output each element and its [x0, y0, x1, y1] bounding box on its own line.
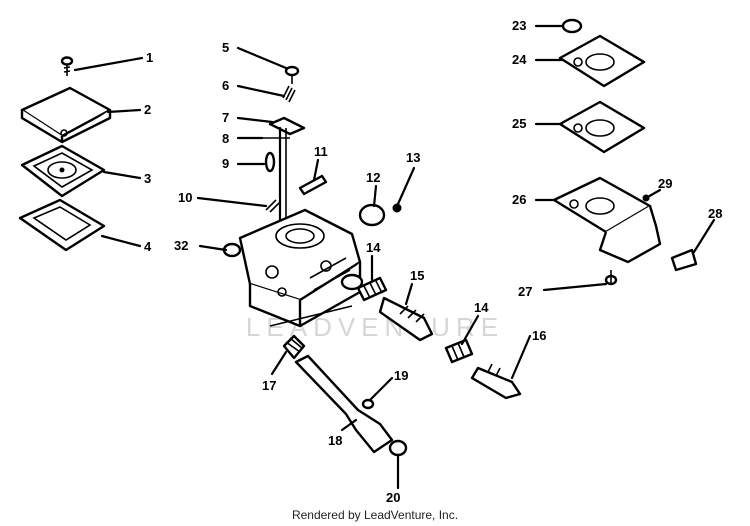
part-screw-19 — [361, 398, 375, 410]
callout-24: 24 — [512, 52, 527, 67]
callout-16: 16 — [532, 328, 546, 343]
callout-9: 9 — [222, 156, 229, 171]
part-pump-body-26 — [552, 176, 662, 264]
part-spring-14b — [444, 338, 474, 364]
part-screw-1 — [60, 56, 74, 76]
part-gasket-4 — [18, 198, 106, 252]
part-gasket-24 — [558, 34, 646, 88]
callout-10: 10 — [178, 190, 192, 205]
callout-29: 29 — [658, 176, 672, 191]
part-needle-15 — [378, 296, 434, 342]
callout-11: 11 — [314, 144, 328, 159]
callout-4: 4 — [144, 239, 152, 254]
part-pump-cover-2 — [20, 86, 112, 144]
callout-5: 5 — [222, 40, 229, 55]
part-choke-lever-18 — [269, 305, 394, 454]
callout-32: 32 — [174, 238, 188, 253]
part-screw-5 — [284, 65, 300, 84]
callout-28: 28 — [708, 206, 722, 221]
part-needle-16 — [470, 363, 522, 400]
callout-7: 7 — [222, 110, 229, 125]
footer-credit: Rendered by LeadVenture, Inc. — [291, 508, 459, 522]
part-screw-27 — [604, 270, 618, 286]
part-screw-10 — [265, 199, 281, 213]
callout-19: 19 — [394, 368, 408, 383]
callout-labels: 1 2 3 4 5 6 7 8 9 10 11 12 13 14 15 14 1… — [144, 18, 722, 505]
callout-18: 18 — [328, 433, 342, 448]
part-throttle-shaft — [278, 126, 287, 234]
part-carburetor-body — [222, 208, 364, 328]
callout-20: 20 — [386, 490, 400, 505]
part-lever-7 — [268, 116, 306, 136]
callout-8: 8 — [222, 131, 229, 146]
callout-15: 15 — [410, 268, 424, 283]
part-spring-17 — [282, 334, 306, 360]
callout-3: 3 — [144, 171, 151, 186]
callout-1: 1 — [146, 50, 153, 65]
callout-27: 27 — [518, 284, 532, 299]
callout-2: 2 — [144, 102, 151, 117]
callout-26: 26 — [512, 192, 526, 207]
part-spring-14a — [356, 276, 388, 302]
part-nut-20 — [388, 439, 408, 457]
part-o-ring-9 — [264, 151, 276, 173]
callout-25: 25 — [512, 116, 526, 131]
leader-lines — [73, 24, 716, 490]
callout-13: 13 — [406, 150, 420, 165]
part-filter-screen-12 — [358, 203, 386, 227]
callout-23: 23 — [512, 18, 526, 33]
part-screw-13 — [392, 203, 402, 213]
part-spring-6 — [282, 85, 296, 103]
callout-12: 12 — [366, 170, 380, 185]
callout-14a: 14 — [366, 240, 381, 255]
part-diaphragm-3 — [20, 144, 106, 198]
part-diaphragm-25 — [558, 100, 646, 154]
callout-14b: 14 — [474, 300, 489, 315]
part-cap-23 — [561, 18, 583, 34]
part-pin-11 — [298, 174, 328, 196]
callout-17: 17 — [262, 378, 276, 393]
callout-6: 6 — [222, 78, 229, 93]
part-screw-28 — [670, 248, 698, 272]
